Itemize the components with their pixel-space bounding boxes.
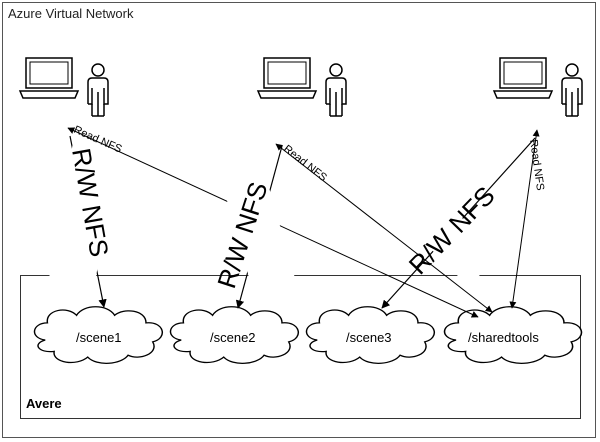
cloud-label: /sharedtools (468, 330, 539, 345)
workstation-user-icon (257, 57, 347, 117)
workstation-user-icon (19, 57, 109, 117)
cloud-scene3: /scene3 (305, 306, 436, 365)
client-workstation-3 (493, 57, 583, 117)
cloud-scene1: /scene1 (33, 306, 164, 365)
client-workstation-1 (19, 57, 109, 117)
network-title: Azure Virtual Network (8, 6, 134, 21)
cloud-label: /scene2 (210, 330, 256, 345)
read-arrow-client3 (509, 129, 540, 309)
cloud-scene2: /scene2 (169, 306, 300, 365)
workstation-user-icon (493, 57, 583, 117)
cloud-label: /scene3 (346, 330, 392, 345)
avere-label: Avere (26, 396, 62, 411)
read-arrow-client2 (275, 143, 493, 313)
cloud-label: /scene1 (76, 330, 122, 345)
cloud-sharedtools: /sharedtools (443, 305, 583, 365)
client-workstation-2 (257, 57, 347, 117)
read-nfs-label-2: Read NFS (281, 143, 329, 184)
